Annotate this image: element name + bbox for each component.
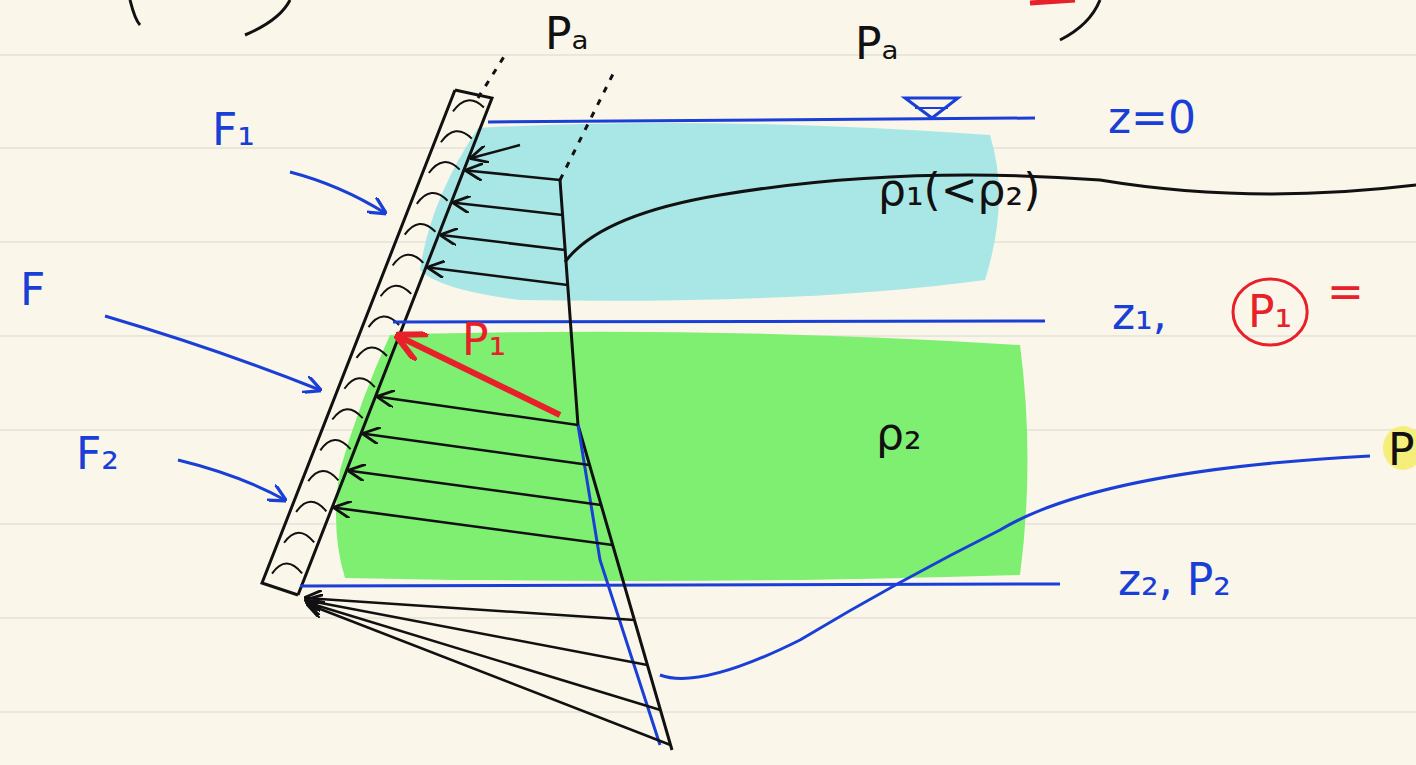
pressure-arrow (441, 235, 565, 250)
pressure-arrow (307, 603, 660, 711)
inclined-wall (262, 90, 492, 595)
cut-stroke (130, 0, 140, 25)
pressure-arrow (308, 604, 671, 745)
circled-quantity: P₁ (1231, 277, 1309, 347)
density-label: ρ₂ (876, 412, 922, 456)
pressure-arrow (350, 471, 602, 505)
cut-stroke (1030, 0, 1075, 3)
level-label: z=0 (1108, 96, 1196, 140)
fluid-2-fill (336, 332, 1028, 581)
force-label: F₂ (76, 432, 119, 476)
level-lines (300, 98, 1060, 586)
pressure-label: Pₐ (545, 12, 589, 56)
pressure-label: Pₐ (855, 22, 899, 66)
density-label: ρ₁(<ρ₂) (878, 168, 1040, 212)
equals-sign: = (1327, 270, 1364, 314)
cut-stroke (1060, 0, 1100, 40)
pressure-arrow (335, 508, 613, 545)
cut-label: P (1388, 428, 1415, 472)
pressure-leader (660, 456, 1370, 678)
pressure-envelope (478, 55, 672, 750)
node-text: P₁ (1248, 290, 1292, 334)
pressure-label: P₁ (462, 318, 506, 362)
pressure-arrow (454, 203, 562, 215)
cut-stroke (245, 0, 290, 35)
force-label: F₁ (212, 108, 255, 152)
force-label: F (20, 268, 45, 312)
pressure-arrow (472, 145, 520, 158)
ruled-lines (0, 55, 1416, 712)
pressure-arrows (305, 145, 670, 745)
pressure-arrow (467, 170, 560, 180)
pressure-arrow (364, 434, 590, 465)
pressure-arrow (429, 267, 568, 285)
level-label: z₁, (1112, 292, 1167, 336)
force-arrows (105, 172, 385, 500)
level-label: z₂, P₂ (1118, 558, 1231, 602)
